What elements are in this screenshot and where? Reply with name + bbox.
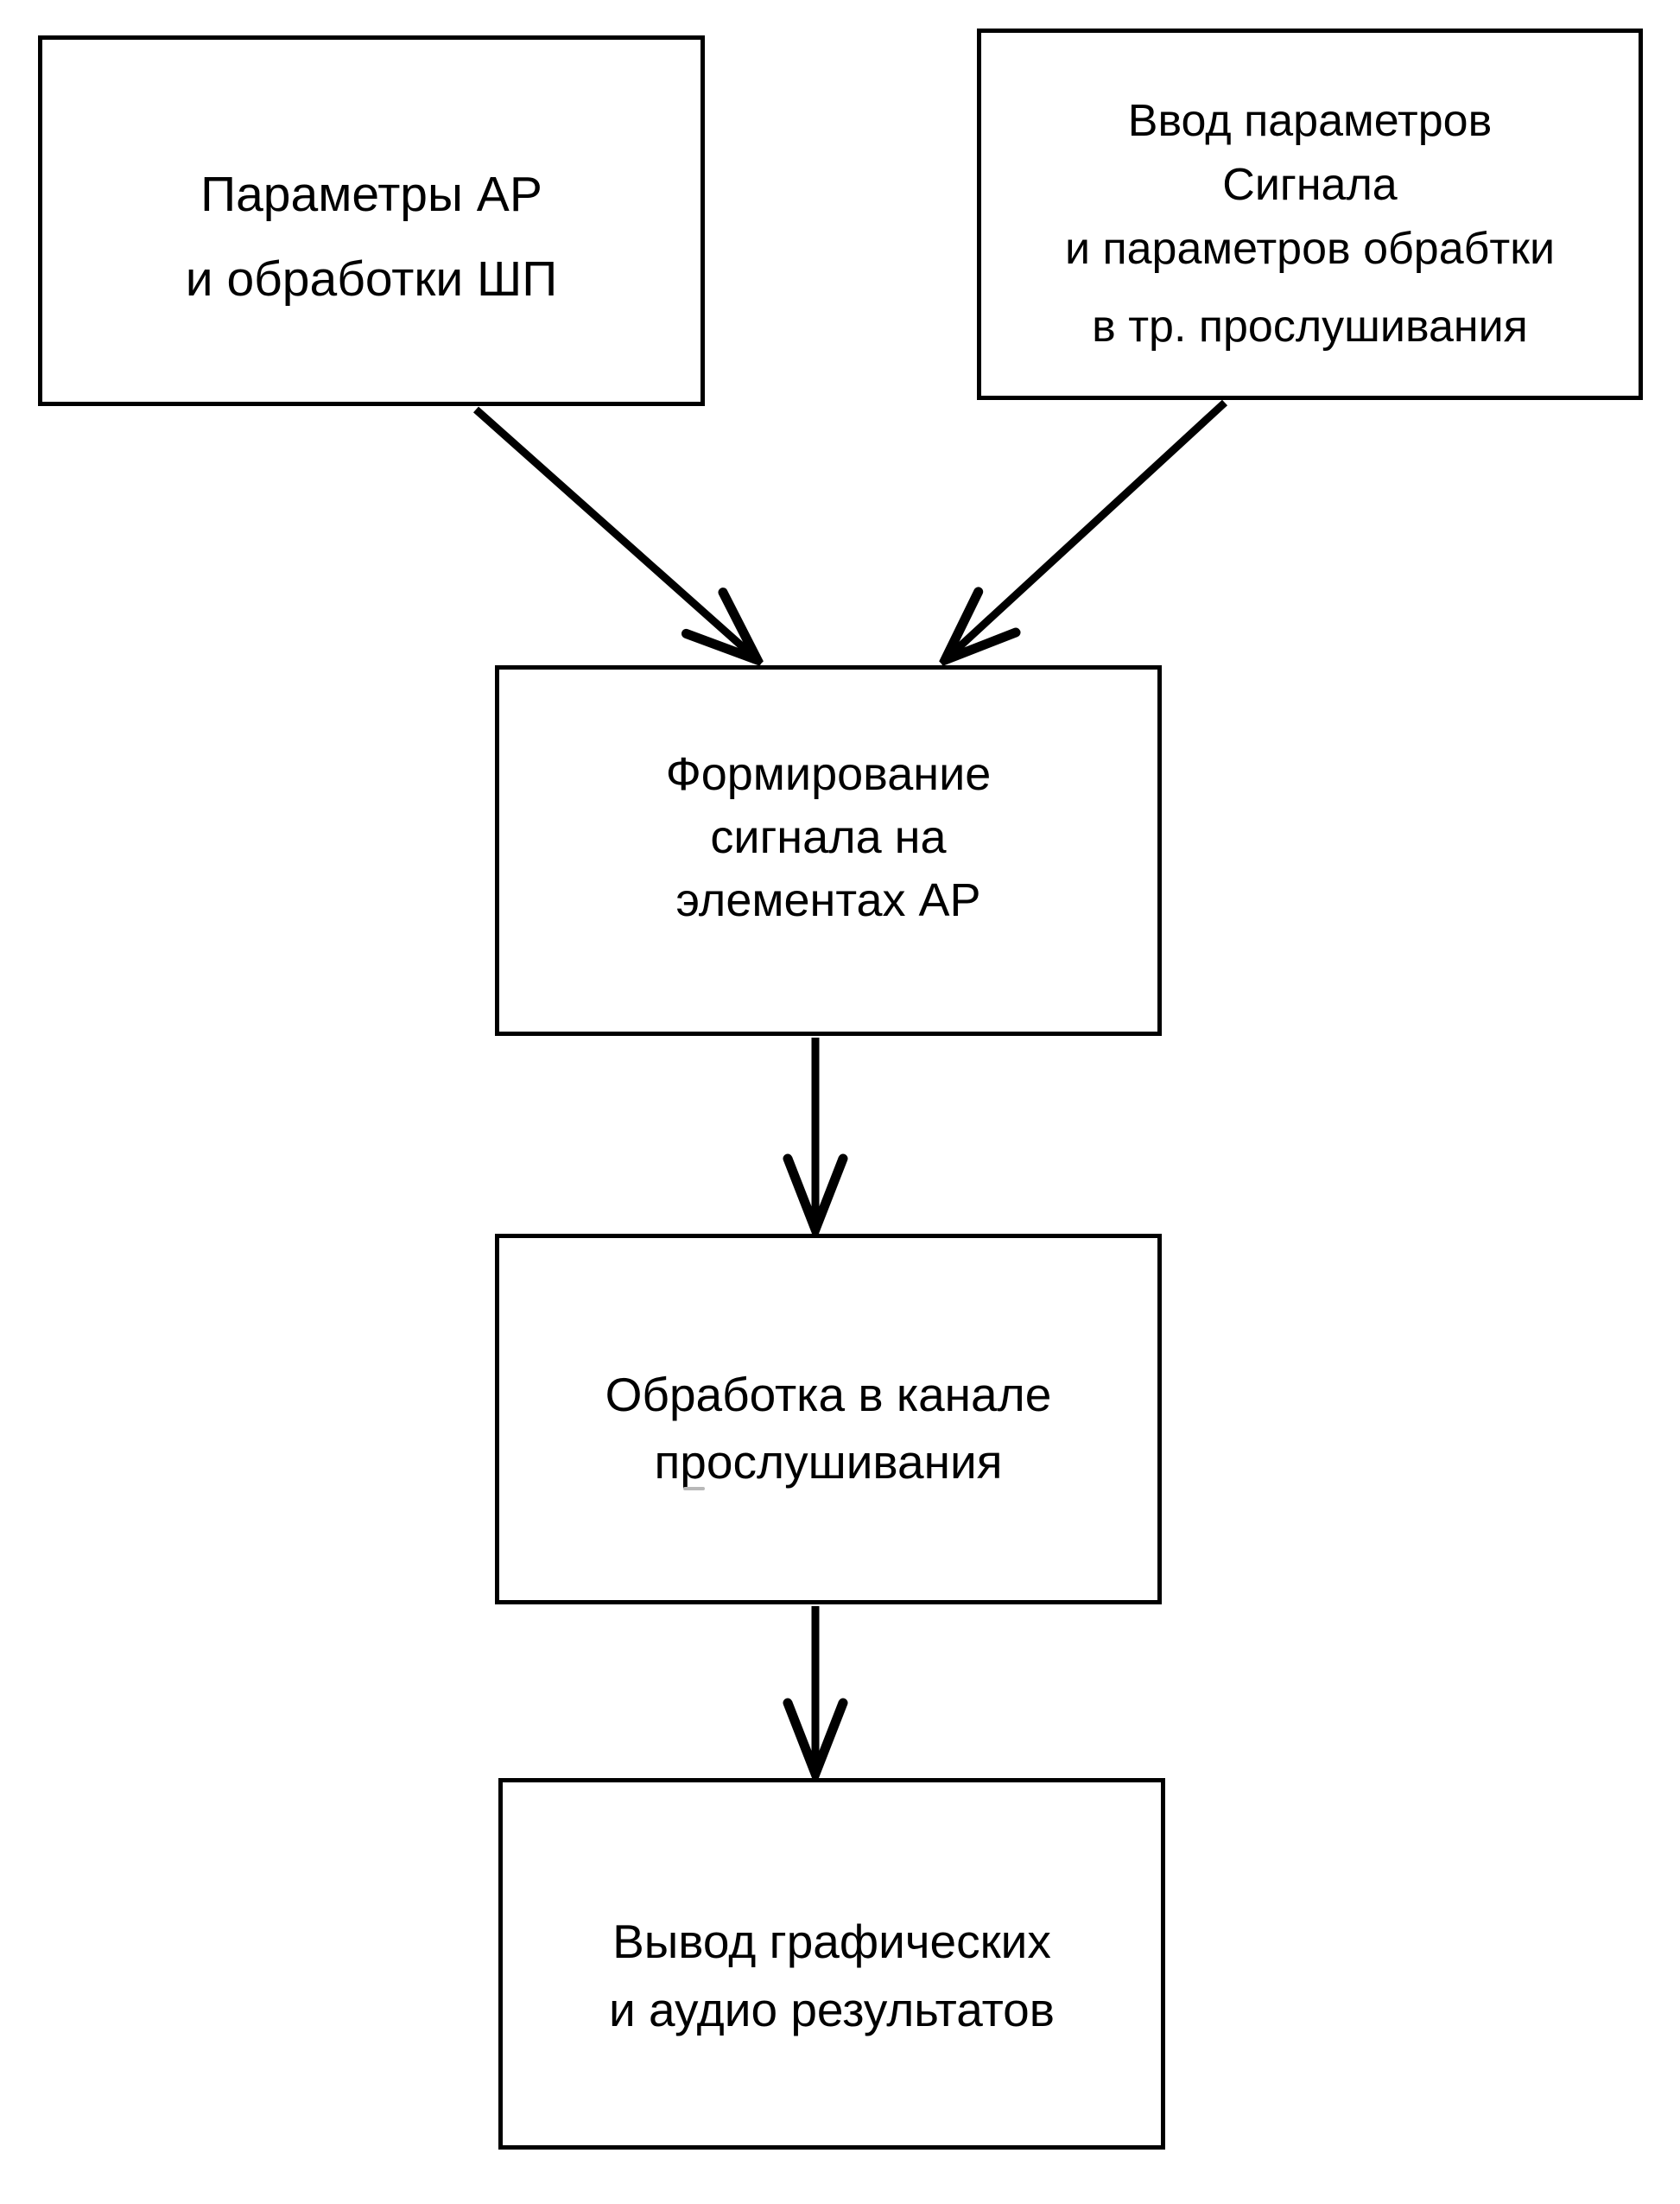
box-text: Параметры АР и обработки ШП (186, 152, 557, 321)
arrow-signal-input-to-form-signal (945, 399, 1228, 660)
box-processing: Обработка в канале прослушивания (495, 1234, 1162, 1604)
box-signal-input: Ввод параметров Сигнала и параметров обр… (977, 29, 1643, 400)
box-line: сигнала на (710, 811, 947, 863)
box-text: Вывод графических и аудио результатов (609, 1908, 1055, 2044)
box-text: Ввод параметров Сигнала и параметров обр… (1065, 89, 1555, 359)
box-line: Ввод параметров (1127, 96, 1493, 146)
arrow-ar-params-to-form-signal (473, 406, 758, 660)
box-line: и обработки ШП (185, 251, 558, 307)
box-line: Формирование (665, 748, 992, 800)
box-output: Вывод графических и аудио результатов (498, 1778, 1165, 2150)
box-form-signal: Формирование сигнала на элементах АР (495, 665, 1162, 1036)
box-line: элементах АР (675, 874, 981, 926)
stray-mark (683, 1487, 705, 1490)
box-line: Обработка в канале (605, 1367, 1052, 1421)
box-line: Сигнала (1222, 160, 1398, 210)
box-text: Формирование сигнала на элементах АР (666, 743, 992, 932)
box-text: Обработка в канале прослушивания (605, 1361, 1052, 1496)
box-line: и параметров обрабтки (1064, 224, 1556, 274)
box-line: в тр. прослушивания (1092, 302, 1528, 352)
box-line: Вывод графических (612, 1915, 1051, 1968)
box-line: прослушивания (654, 1434, 1003, 1489)
box-line: и аудио результатов (609, 1983, 1055, 2036)
box-ar-params: Параметры АР и обработки ШП (38, 35, 705, 406)
box-line: Параметры АР (200, 166, 542, 222)
